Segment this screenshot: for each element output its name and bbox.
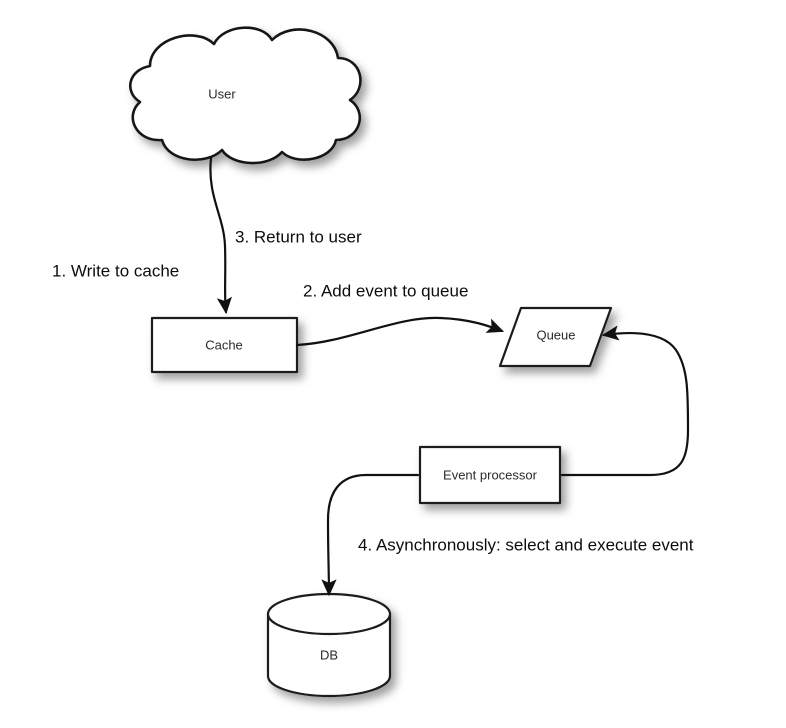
edge-path-processor-queue: [560, 325, 690, 477]
edge-label-write-to-cache: 1. Write to cache: [52, 261, 179, 280]
edge-path-cache-queue: [295, 316, 505, 347]
edge-path-processor-db: [321, 473, 420, 597]
node-cache[interactable]: Cache: [150, 316, 299, 374]
node-label-user: User: [208, 86, 236, 101]
node-label-db: DB: [320, 647, 338, 662]
edge-event-processor-to-queue: [560, 325, 690, 477]
edge-user-to-cache: [209, 156, 232, 315]
node-label-queue: Queue: [536, 327, 575, 342]
edge-event-processor-to-db: [321, 473, 420, 597]
edge-label-async-select-execute: 4. Asynchronously: select and execute ev…: [358, 535, 694, 554]
node-event-processor[interactable]: Event processor: [418, 445, 562, 505]
cache-box-shape: [150, 316, 299, 374]
edge-label-return-to-user: 3. Return to user: [235, 227, 362, 246]
node-user[interactable]: User: [129, 26, 362, 165]
edge-cache-to-queue: [295, 316, 505, 347]
node-label-cache: Cache: [205, 337, 243, 352]
db-cylinder-shape: [266, 592, 392, 698]
node-db[interactable]: DB: [266, 592, 392, 698]
node-label-event-processor: Event processor: [443, 467, 538, 482]
edge-path-user-cache: [209, 156, 232, 315]
edge-label-add-event-to-queue: 2. Add event to queue: [303, 281, 468, 300]
cloud-shape-icon: [129, 26, 362, 165]
event-processor-box-shape: [418, 445, 562, 505]
queue-parallelogram-shape: [498, 306, 613, 368]
node-queue[interactable]: Queue: [498, 306, 613, 368]
